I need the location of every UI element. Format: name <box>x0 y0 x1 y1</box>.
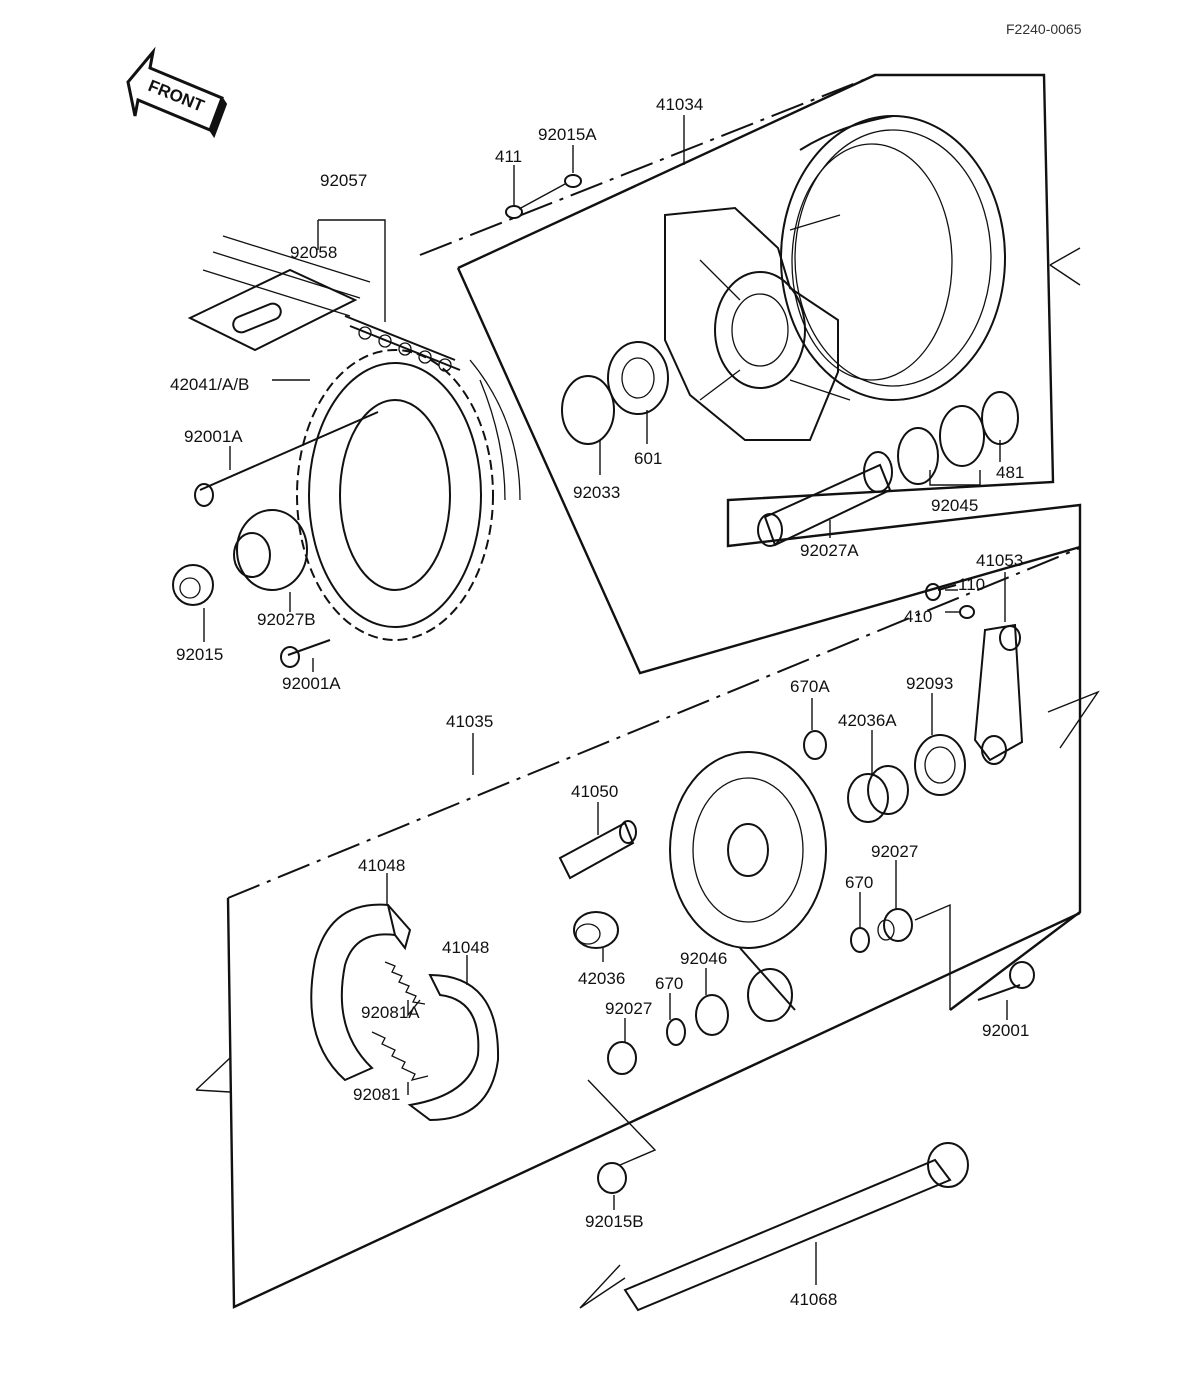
o-ring-670-left <box>666 1018 686 1046</box>
collar-42036 <box>573 911 619 949</box>
label-92093: 92093 <box>906 674 953 693</box>
sprocket-hub-92027B <box>233 509 308 591</box>
label-41048-upper: 41048 <box>358 856 405 875</box>
label-41050: 41050 <box>571 782 618 801</box>
o-ring-670A <box>803 730 827 760</box>
brake-shoe-41048-lower <box>407 973 500 1122</box>
label-42036: 42036 <box>578 969 625 988</box>
label-41068: 41068 <box>790 1290 837 1309</box>
bushing-92027-right <box>877 908 913 942</box>
label-92015B: 92015B <box>585 1212 644 1231</box>
label-92027-right: 92027 <box>871 842 918 861</box>
label-670-right: 670 <box>845 873 873 892</box>
label-110: 110 <box>958 575 985 594</box>
torque-link-41053 <box>973 623 1024 765</box>
label-92058: 92058 <box>290 243 337 262</box>
part-labels: 41034 92015A 411 92057 92058 42041/A/B 9… <box>170 95 1029 1309</box>
label-410: 410 <box>904 607 932 626</box>
bearings-92045 <box>897 405 985 485</box>
rear-axle-41068 <box>579 1142 969 1312</box>
washer-411 <box>505 205 523 219</box>
label-41034: 41034 <box>656 95 703 114</box>
o-ring-670-right <box>850 927 870 953</box>
label-leaders <box>203 115 1008 1285</box>
label-41035: 41035 <box>446 712 493 731</box>
label-92033: 92033 <box>573 483 620 502</box>
bolt-92001A-bottom <box>280 639 331 668</box>
label-41048-lower: 41048 <box>442 938 489 957</box>
spring-92081 <box>371 1031 429 1081</box>
drive-chain-92057 <box>187 235 461 372</box>
front-arrow-icon: FRONT <box>126 46 228 139</box>
brake-shoe-41048-upper <box>310 903 412 1082</box>
label-92046: 92046 <box>680 949 727 968</box>
bolt-110 <box>925 583 957 601</box>
label-92027B: 92027B <box>257 610 316 629</box>
spacer-92027A <box>757 451 893 547</box>
label-92001A-bottom: 92001A <box>282 674 341 693</box>
label-92081A: 92081A <box>361 1003 420 1022</box>
bolt-92001A-top <box>194 411 379 507</box>
diagram-code: F2240-0065 <box>1006 21 1082 37</box>
washer-92015A <box>564 174 582 188</box>
label-92027-left: 92027 <box>605 999 652 1018</box>
collar-42036A <box>847 765 909 823</box>
label-601: 601 <box>634 449 662 468</box>
label-92057: 92057 <box>320 171 367 190</box>
bushing-92027-left <box>607 1041 637 1075</box>
circlip-92033 <box>561 375 615 445</box>
rear-sprocket <box>296 349 521 641</box>
circlip-481 <box>981 391 1019 445</box>
washer-410 <box>959 605 975 619</box>
label-92001: 92001 <box>982 1021 1029 1040</box>
bearing-601 <box>607 341 669 415</box>
seal-92093 <box>914 734 966 796</box>
camshaft-41050 <box>558 820 637 880</box>
label-92081: 92081 <box>353 1085 400 1104</box>
rear-hub-drum <box>664 115 1006 441</box>
label-411: 411 <box>495 147 522 166</box>
label-42036A: 42036A <box>838 711 897 730</box>
collar-92015 <box>172 564 214 606</box>
label-481: 481 <box>996 463 1024 482</box>
label-41053: 41053 <box>976 551 1023 570</box>
label-670A: 670A <box>790 677 830 696</box>
label-92015: 92015 <box>176 645 223 664</box>
spring-92081A <box>384 961 426 1005</box>
label-92027A: 92027A <box>800 541 859 560</box>
label-42041: 42041/A/B <box>170 375 249 394</box>
label-92015A: 92015A <box>538 125 597 144</box>
bushing-92046 <box>695 994 729 1036</box>
bolt-92001 <box>977 961 1035 1001</box>
hub-assembly-frame <box>195 73 1100 1309</box>
collar-92015B <box>597 1162 627 1194</box>
label-92045: 92045 <box>931 496 978 515</box>
label-670-left: 670 <box>655 974 683 993</box>
brake-panel <box>669 751 827 1022</box>
label-92001A-top: 92001A <box>184 427 243 446</box>
